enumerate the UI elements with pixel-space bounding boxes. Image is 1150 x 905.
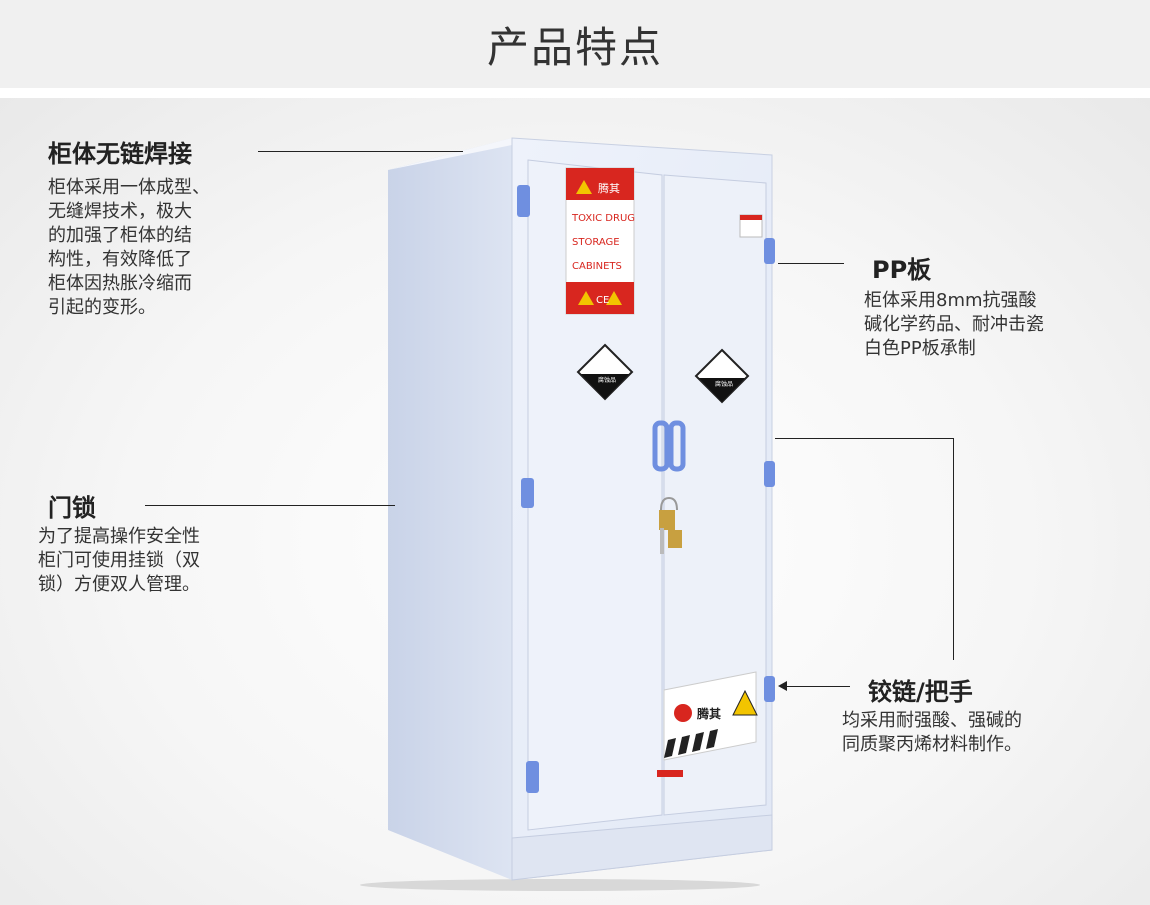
desc-line: 构性，有效降低了 [48,249,192,270]
hinge-bottom-left [526,761,539,793]
desc-line: 无缝焊技术，极大 [48,201,192,222]
feature-title-weld: 柜体无链焊接 [48,140,192,168]
feature-desc-hinge: 均采用耐强酸、强碱的 同质聚丙烯材料制作。 [842,709,1122,757]
hinge-bottom-right [764,676,775,702]
desc-line: 白色PP板承制 [864,338,976,359]
desc-line: 同质聚丙烯材料制作。 [842,734,1022,755]
feature-desc-lock: 为了提高操作安全性 柜门可使用挂锁（双 锁）方便双人管理。 [38,525,278,597]
cabinet-plinth [511,814,773,881]
padlock-shackle [660,496,678,511]
desc-line: 引起的变形。 [48,297,156,318]
callout-line-hinge [786,686,850,687]
desc-line: 柜体采用一体成型、 [48,177,210,198]
callout-line-pp [778,263,844,264]
hinge-middle-right [764,461,775,487]
sign-top-band [566,168,634,200]
feature-title-lock: 门锁 [48,494,96,522]
callout-line-handle [775,438,953,439]
feature-title-pp: PP板 [872,256,932,284]
feature-desc-pp: 柜体采用8mm抗强酸 碱化学药品、耐冲击瓷 白色PP板承制 [864,289,1124,361]
left-door-handle [652,420,670,472]
hazard-label-right: 腐蚀品 [715,380,733,388]
hinge-top-left [517,185,530,217]
header-bar: 产品特点 [0,0,1150,88]
hazard-stripes [664,729,718,758]
hinge-middle-left [521,478,534,508]
sign-line-3: CABINETS [572,261,622,272]
callout-line-weld [258,151,463,152]
sign-line-1: TOXIC DRUG [571,213,635,224]
callout-arrow-hinge [778,681,787,691]
cabinet-top [388,138,772,170]
sign-hazard-triangle [578,291,594,305]
desc-line: 为了提高操作安全性 [38,526,200,547]
feature-title-hinge: 铰链/把手 [868,678,973,706]
right-door [663,174,767,816]
hazard-label-left: 腐蚀品 [598,376,616,384]
floor-shadow [360,879,760,891]
cabinet-side-panel [388,138,512,880]
desc-line: 锁）方便双人管理。 [38,574,200,595]
desc-line: 柜体因热胀冷缩而 [48,273,192,294]
feature-desc-weld: 柜体采用一体成型、 无缝焊技术，极大 的加强了柜体的结 构性，有效降低了 柜体因… [48,176,288,320]
bottom-red-tag [657,770,683,777]
brand-logo-icon [674,704,692,722]
sign-hazard-triangle [606,291,622,305]
bottom-hazard-icon [732,689,758,716]
sign-brand: 腾其 [598,181,620,195]
sign-ce: CE [596,295,609,306]
hinge-top-right [764,238,775,264]
right-door-handle [668,420,686,472]
callout-line-handle-vertical [953,438,954,660]
padlock-2 [668,530,682,548]
sign-hazard-triangle [576,180,592,194]
desc-line: 柜门可使用挂锁（双 [38,550,200,571]
sign-line-2: STORAGE [572,237,620,248]
page-title: 产品特点 [486,23,663,72]
desc-line: 碱化学药品、耐冲击瓷 [864,314,1044,335]
desc-line: 的加强了柜体的结 [48,225,192,246]
sign-bottom-band [566,282,634,314]
callout-line-lock [145,505,395,506]
bottom-brand: 腾其 [696,706,721,721]
padlock-1 [659,510,675,530]
desc-line: 柜体采用8mm抗强酸 [864,290,1037,311]
desc-line: 均采用耐强酸、强碱的 [842,710,1022,731]
